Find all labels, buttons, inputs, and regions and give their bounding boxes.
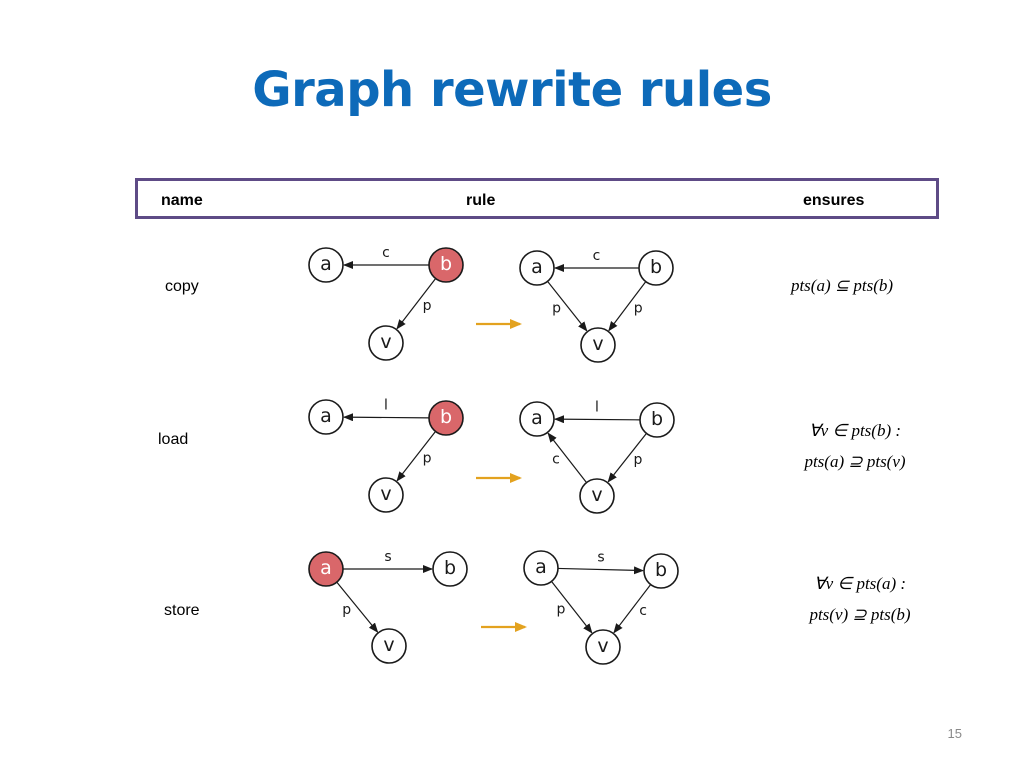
edge-load-after-b-v (607, 432, 647, 483)
node-store-after-v: v (585, 629, 621, 665)
edge-label-store-before-a-b: s (384, 549, 391, 565)
rule-name-copy: copy (165, 278, 199, 295)
ensures-copy-line-1: pts(a) ⊆ pts(b) (790, 276, 894, 295)
node-store-before-v: v (371, 628, 407, 664)
slide-title: Graph rewrite rules (252, 62, 772, 118)
edge-label-load-after-b-a: l (595, 400, 599, 416)
edge-label-load-after-b-v: p (634, 452, 643, 468)
svg-text:a: a (531, 256, 543, 278)
svg-text:b: b (444, 557, 456, 579)
ensures-store-line-2: pts(v) ⊇ pts(b) (809, 605, 911, 624)
edge-label-store-before-a-v: p (342, 602, 351, 618)
ensures-load-line-2: pts(a) ⊇ pts(v) (804, 452, 906, 471)
node-load-before-v: v (368, 477, 404, 513)
edge-copy-after-b-v (608, 281, 647, 332)
node-load-after-v: v (579, 478, 615, 514)
svg-text:v: v (383, 634, 394, 656)
header-ensures: ensures (803, 192, 865, 209)
edge-store-after-b-v (613, 584, 652, 634)
edge-copy-after-a-v (547, 280, 588, 332)
node-copy-before-b: b (428, 247, 464, 283)
svg-text:v: v (591, 484, 602, 506)
svg-text:v: v (380, 483, 391, 505)
edge-label-copy-after-b-a: c (593, 248, 601, 264)
edge-label-store-after-b-v: c (639, 603, 647, 619)
edge-label-load-before-b-a: l (384, 398, 388, 414)
svg-text:v: v (380, 331, 391, 353)
node-store-before-a: a (308, 551, 344, 587)
edge-label-copy-before-b-v: p (423, 298, 432, 314)
node-store-after-b: b (643, 553, 679, 589)
edge-load-before-b-v (396, 431, 437, 482)
node-copy-before-v: v (368, 325, 404, 361)
node-copy-after-v: v (580, 327, 616, 363)
svg-text:v: v (597, 635, 608, 657)
node-copy-after-b: b (638, 250, 674, 286)
table-header: name rule ensures (135, 178, 939, 219)
header-rule: rule (466, 192, 496, 209)
edge-label-copy-before-b-a: c (382, 245, 390, 261)
svg-text:a: a (320, 405, 332, 427)
svg-text:b: b (440, 253, 452, 275)
edge-copy-before-b-v (396, 278, 437, 330)
edge-load-before-b-a (342, 413, 430, 422)
svg-text:a: a (531, 407, 543, 429)
edge-store-after-a-b (557, 566, 645, 575)
ensures-copy: pts(a) ⊆ pts(b) (722, 270, 962, 301)
ensures-store-line-1: ∀v ∈ pts(a) : (813, 574, 907, 593)
edge-store-before-a-v (336, 581, 379, 633)
edge-label-copy-after-a-v: p (552, 301, 561, 317)
edge-label-store-after-a-b: s (597, 550, 604, 566)
node-load-before-a: a (308, 399, 344, 435)
node-store-after-a: a (523, 550, 559, 586)
svg-text:v: v (592, 333, 603, 355)
edge-label-load-before-b-v: p (423, 451, 432, 467)
page-number: 15 (947, 726, 962, 741)
edge-store-after-a-v (551, 581, 593, 634)
node-load-after-b: b (639, 402, 675, 438)
edge-load-after-v-a (547, 432, 588, 483)
svg-text:b: b (651, 408, 663, 430)
ensures-store: ∀v ∈ pts(a) : pts(v) ⊇ pts(b) (740, 568, 980, 630)
edge-load-after-b-a (553, 415, 641, 424)
edge-label-copy-after-b-v: p (634, 301, 643, 317)
node-copy-before-a: a (308, 247, 344, 283)
ensures-load-line-1: ∀v ∈ pts(b) : (808, 421, 902, 440)
node-load-before-b: b (428, 400, 464, 436)
svg-text:b: b (440, 406, 452, 428)
svg-text:a: a (320, 253, 332, 275)
rule-name-load: load (158, 431, 189, 448)
svg-text:a: a (320, 557, 332, 579)
header-name: name (161, 192, 203, 209)
node-store-before-b: b (432, 551, 468, 587)
edge-label-load-after-v-a: c (552, 452, 560, 468)
edge-label-store-after-a-v: p (557, 602, 566, 618)
node-copy-after-a: a (519, 250, 555, 286)
svg-text:a: a (535, 556, 547, 578)
rule-name-store: store (164, 602, 200, 619)
ensures-load: ∀v ∈ pts(b) : pts(a) ⊇ pts(v) (735, 415, 975, 477)
svg-text:b: b (655, 559, 667, 581)
node-load-after-a: a (519, 401, 555, 437)
svg-text:b: b (650, 256, 662, 278)
